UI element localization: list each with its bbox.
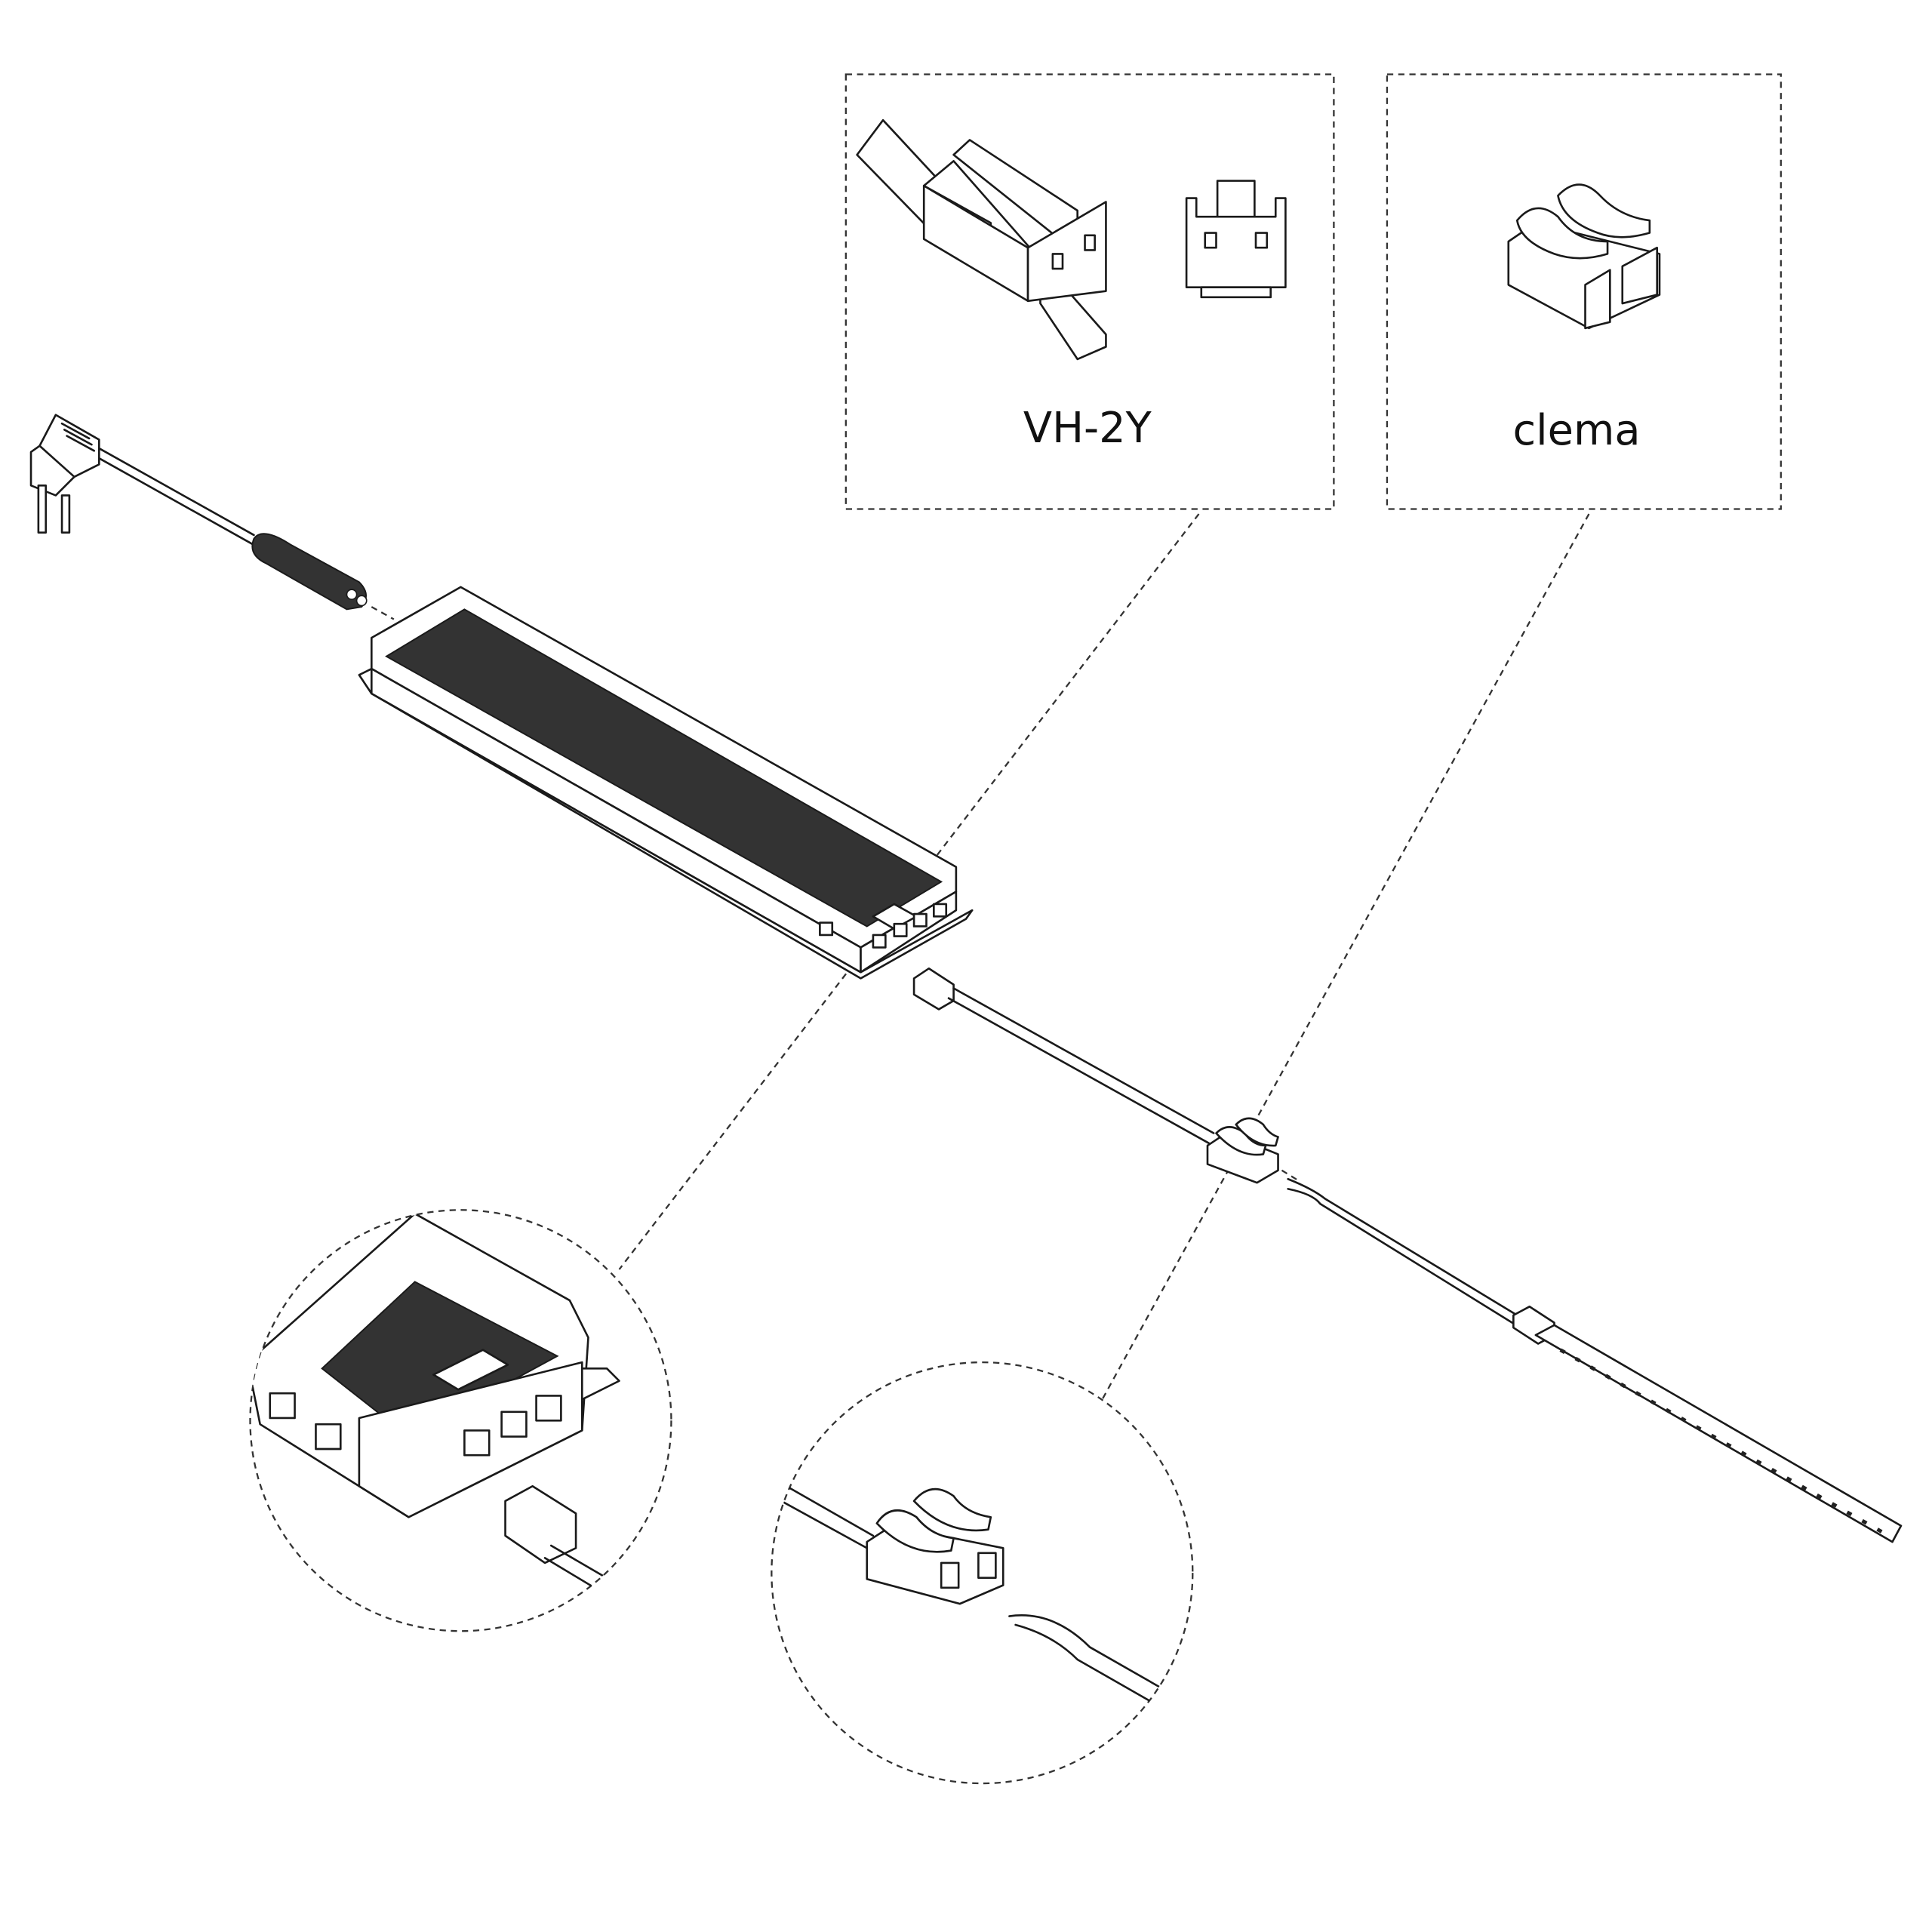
led-strip: [1534, 1324, 1903, 1543]
leader-line: [618, 513, 1200, 1270]
clema-label: clema: [1513, 406, 1641, 455]
led-chips: [1559, 1348, 1890, 1538]
leader-line: [1101, 513, 1590, 1400]
strip-wire: [1287, 1177, 1518, 1324]
vh2y-plug-icon: [912, 967, 955, 1011]
vh2y-label: VH-2Y: [1023, 404, 1152, 453]
output-cable: [947, 987, 1215, 1144]
vh2y-connector-front-icon: [1185, 180, 1287, 299]
led-driver-box: [358, 586, 974, 980]
callout-frame: [1386, 73, 1782, 510]
terminal-block-icon: [1507, 183, 1661, 330]
output-ports: [819, 903, 948, 949]
wire-gap: [1281, 1169, 1299, 1181]
callout-frame: [844, 73, 1335, 510]
driver-detail-circle: [249, 1209, 672, 1632]
clema-detail-circle: [771, 1361, 1194, 1785]
appliance-connector-icon: [251, 533, 368, 611]
clema-terminal-icon: [1206, 1117, 1279, 1184]
vh2y-connector-iso-icon: [856, 118, 1107, 361]
vh2y-callout: VH-2Y: [844, 73, 1335, 510]
plug-in-dash: [371, 606, 395, 620]
clema-callout: clema: [1386, 73, 1782, 510]
euro-plug-icon: [29, 414, 100, 534]
power-cable: [97, 447, 255, 546]
